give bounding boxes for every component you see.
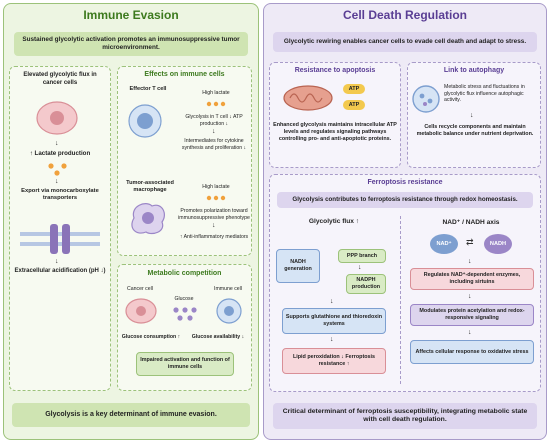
mac-lactate-dots-icon xyxy=(206,195,226,201)
mac-effect-1: Promotes polarization toward immunosuppr… xyxy=(178,208,250,221)
cancer-cell-icon xyxy=(36,101,78,135)
ppp-branch-card: PPP branch xyxy=(338,249,386,263)
flux-title: Elevated glycolytic flux in cancer cells xyxy=(23,72,97,86)
immune-cell-label: Immune cell xyxy=(214,286,242,292)
competition-immune-cell-icon xyxy=(216,298,242,324)
tcell-label: Effector T cell xyxy=(129,86,167,92)
nad-exchange-arrow: ⇄ xyxy=(466,237,474,247)
tcell-effect-1: Glycolysis in T cell ↓ ATP production ↓ xyxy=(185,114,243,127)
macrophage-icon xyxy=(131,203,165,235)
atp-badge-1: ATP xyxy=(343,84,365,94)
autophagy-text-2: Cells recycle components and maintain me… xyxy=(416,124,534,137)
mac-lactate: High lactate xyxy=(202,184,230,190)
glucose-label: Glucose xyxy=(174,296,194,302)
nadh-generation-card: NADH generation xyxy=(276,249,320,283)
arrow-supports: ↓ xyxy=(330,298,334,305)
t-cell-icon xyxy=(128,104,162,138)
autophagy-title: Link to autophagy xyxy=(443,67,505,74)
glucose-availability: Glucose availability ↓ xyxy=(191,334,245,340)
apoptosis-title: Resistance to apoptosis xyxy=(294,67,376,74)
arrow-regulates: ↓ xyxy=(468,258,472,265)
competition-title: Metabolic competition xyxy=(147,270,222,277)
arrow-affects: ↓ xyxy=(468,329,472,336)
cancer-cell-label: Cancer cell xyxy=(127,286,153,292)
glucose-dots-icon xyxy=(173,307,197,321)
arrow-modulates: ↓ xyxy=(468,293,472,300)
transporter-icon xyxy=(20,224,100,254)
autophagy-box xyxy=(407,62,541,168)
arrow-down-2: ↓ xyxy=(55,178,59,185)
arrow-autophagy: ↓ xyxy=(470,112,474,119)
autophagosome-icon xyxy=(412,85,440,113)
atp-badge-2: ATP xyxy=(343,100,365,110)
nad-axis-title: NAD⁺ / NADH axis xyxy=(442,219,500,226)
tcell-lactate: High lactate xyxy=(202,90,230,96)
cell-death-banner: Glycolytic rewiring enables cancer cells… xyxy=(273,32,537,52)
effects-title: Effects on immune cells xyxy=(144,71,225,78)
lactate-production: ↑ Lactate production xyxy=(29,150,91,157)
arrow-mac: ↓ xyxy=(212,222,216,229)
immune-evasion-footer: Glycolysis is a key determinant of immun… xyxy=(12,403,250,427)
competition-cancer-cell-icon xyxy=(125,298,157,324)
glycolytic-flux-title: Glycolytic flux ↑ xyxy=(308,218,360,225)
nadh-circle: NADH xyxy=(484,234,512,254)
cell-death-title: Cell Death Regulation xyxy=(342,8,467,22)
lipid-peroxidation-card: Lipid peroxidation ↓ Ferroptosis resista… xyxy=(282,348,386,374)
cell-death-footer: Critical determinant of ferroptosis susc… xyxy=(273,403,537,429)
nadph-production-card: NADPH production xyxy=(346,274,386,294)
tcell-lactate-dots-icon xyxy=(206,101,226,107)
arrow-down-3: ↓ xyxy=(55,258,59,265)
tcell-effect-2: Intermediates for cytokine synthesis and… xyxy=(181,138,247,151)
apoptosis-text: Enhanced glycolysis maintains intracellu… xyxy=(273,122,397,142)
modulates-acetylation-card: Modulates protein acetylation and redox-… xyxy=(410,304,534,326)
impaired-function-card: Impaired activation and function of immu… xyxy=(136,352,234,376)
macrophage-label: Tumor-associated macrophage xyxy=(126,180,174,193)
regulates-enzymes-card: Regulates NAD⁺-dependent enzymes, includ… xyxy=(410,268,534,290)
apoptosis-box xyxy=(269,62,401,168)
oxidative-stress-card: Affects cellular response to oxidative s… xyxy=(410,340,534,364)
nad-circle: NAD⁺ xyxy=(430,234,458,254)
ferroptosis-banner: Glycolysis contributes to ferroptosis re… xyxy=(277,192,533,208)
immune-evasion-title: Immune Evasion xyxy=(83,8,179,22)
mac-effect-2: ↑ Anti-inflammatory mediators xyxy=(179,234,249,240)
immune-evasion-banner: Sustained glycolytic activation promotes… xyxy=(14,32,248,56)
mitochondrion-icon xyxy=(283,85,333,111)
arrow-down-1: ↓ xyxy=(55,140,59,147)
acidification-text: Extracellular acidification (pH ↓) xyxy=(14,268,106,274)
export-text: Export via monocarboxylate transporters xyxy=(21,188,99,202)
ferroptosis-title: Ferroptosis resistance xyxy=(367,179,443,186)
ferroptosis-divider xyxy=(400,216,401,384)
arrow-tcell: ↓ xyxy=(212,128,216,135)
glucose-consumption: Glucose consumption ↑ xyxy=(121,334,181,340)
arrow-lipid: ↓ xyxy=(330,336,334,343)
autophagy-text-1: Metabolic stress and fluctuations in gly… xyxy=(444,84,525,103)
glutathione-support-card: Supports glutathione and thioredoxin sys… xyxy=(282,308,386,334)
lactate-dots-icon xyxy=(48,163,67,176)
arrow-ppp: ↓ xyxy=(358,264,362,271)
